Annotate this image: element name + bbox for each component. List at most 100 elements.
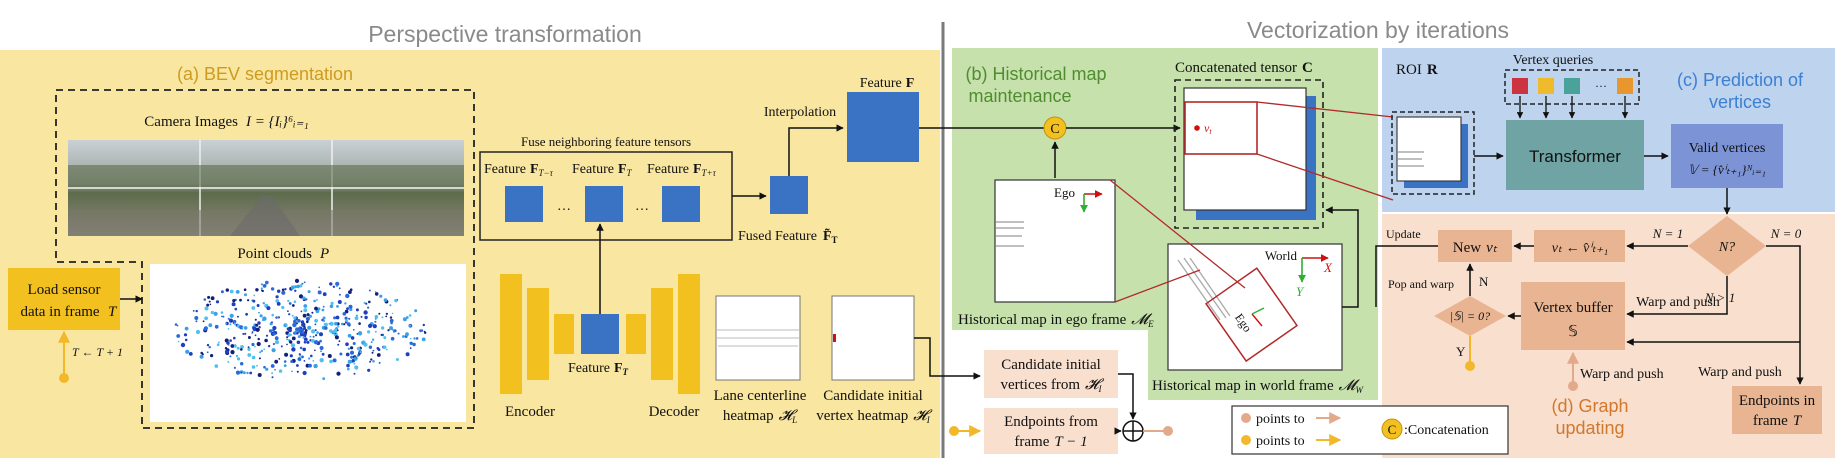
point-cloud-point bbox=[371, 338, 375, 341]
point-cloud-point bbox=[290, 343, 296, 348]
point-cloud-point bbox=[221, 315, 223, 318]
point-cloud-point bbox=[271, 372, 274, 375]
candidate-vertices-line1: Candidate initial bbox=[1001, 357, 1101, 373]
point-cloud-point bbox=[316, 331, 319, 334]
interpolation-label: Interpolation bbox=[764, 105, 836, 120]
point-cloud-point bbox=[296, 370, 299, 373]
encoder-bar-2 bbox=[527, 288, 549, 380]
point-cloud-point bbox=[174, 323, 178, 326]
point-cloud-point bbox=[303, 308, 308, 313]
point-cloud-point bbox=[322, 292, 327, 297]
point-cloud-point bbox=[247, 299, 250, 302]
encoder-bar-3 bbox=[554, 314, 574, 354]
point-cloud-point bbox=[320, 350, 323, 353]
point-cloud-point bbox=[302, 336, 305, 339]
point-cloud-point bbox=[257, 337, 260, 341]
point-cloud-point bbox=[395, 358, 399, 361]
point-cloud-point bbox=[184, 338, 188, 342]
point-cloud-point bbox=[271, 321, 273, 324]
point-cloud-point bbox=[263, 365, 266, 369]
point-cloud-point bbox=[283, 360, 287, 363]
pop-warp-label: Pop and warp bbox=[1388, 277, 1454, 291]
vertex-heatmap-dot bbox=[833, 334, 836, 342]
legend-concat-symbol bbox=[1381, 418, 1403, 440]
point-cloud-point bbox=[294, 331, 297, 334]
legend-concatenation: :Concatenation bbox=[1404, 423, 1489, 438]
point-cloud-point bbox=[296, 322, 298, 325]
point-cloud-point bbox=[329, 329, 333, 333]
point-cloud-point bbox=[209, 303, 212, 306]
point-cloud-point bbox=[405, 352, 410, 357]
sempty-yes-dot bbox=[1465, 361, 1475, 371]
arrow-n-greater-to-buffer bbox=[1626, 276, 1728, 318]
point-cloud-point bbox=[276, 316, 279, 319]
point-cloud-point bbox=[234, 307, 238, 311]
point-cloud-point bbox=[300, 326, 303, 329]
point-cloud-point bbox=[363, 340, 365, 343]
point-cloud-point bbox=[274, 368, 276, 371]
point-cloud-point bbox=[402, 335, 405, 338]
point-cloud-point bbox=[336, 371, 341, 376]
point-cloud-point bbox=[291, 314, 294, 317]
point-cloud-point bbox=[383, 336, 387, 340]
fuse-title: Fuse neighboring feature tensors bbox=[521, 134, 691, 149]
point-cloud-point bbox=[225, 322, 228, 325]
point-cloud-point bbox=[349, 350, 355, 355]
point-cloud-point bbox=[251, 365, 256, 369]
point-cloud-point bbox=[363, 301, 366, 304]
point-cloud-point bbox=[286, 336, 289, 339]
point-cloud-point bbox=[227, 361, 230, 363]
point-cloud-point bbox=[254, 345, 256, 348]
legend-points-to-1: points to bbox=[1256, 412, 1305, 427]
point-cloud-point bbox=[229, 323, 232, 326]
point-cloud-point bbox=[374, 320, 377, 323]
point-cloud-point bbox=[206, 303, 210, 307]
valid-vertices-box bbox=[1671, 124, 1783, 188]
point-cloud-point bbox=[319, 346, 324, 350]
load-sensor-symbol: T bbox=[108, 304, 118, 320]
point-cloud-point bbox=[345, 321, 347, 324]
point-cloud-point bbox=[278, 358, 281, 360]
point-cloud-point bbox=[256, 304, 260, 307]
point-cloud-point bbox=[235, 354, 239, 358]
warp-push-label-1: Warp and push bbox=[1636, 295, 1720, 310]
load-sensor-line2: data in frame bbox=[20, 304, 99, 320]
point-cloud-point bbox=[192, 310, 195, 312]
point-cloud-point bbox=[387, 329, 390, 332]
point-cloud-point bbox=[364, 315, 368, 320]
point-cloud-point bbox=[329, 304, 334, 309]
point-cloud-point bbox=[306, 340, 310, 344]
point-cloud-point bbox=[303, 281, 306, 284]
point-cloud-point bbox=[176, 324, 179, 327]
arrow-candidates-to-merge bbox=[1118, 373, 1137, 420]
point-cloud-point bbox=[255, 288, 259, 292]
world-axis-y-label: Y bbox=[1296, 284, 1305, 299]
query-token-3 bbox=[1564, 78, 1580, 94]
point-cloud-point bbox=[333, 316, 337, 320]
point-cloud-point bbox=[301, 282, 304, 285]
point-cloud-point bbox=[298, 353, 301, 356]
point-cloud-point bbox=[210, 354, 214, 358]
point-cloud-point bbox=[389, 304, 392, 307]
point-cloud-point bbox=[206, 343, 210, 347]
point-cloud-point bbox=[287, 299, 290, 303]
vertex-buffer-box bbox=[1521, 282, 1625, 350]
point-cloud-point bbox=[262, 302, 265, 305]
point-cloud-point bbox=[229, 339, 232, 342]
section-a-title: (a) BEV segmentation bbox=[177, 64, 353, 84]
point-cloud-point bbox=[360, 315, 363, 318]
point-cloud-point bbox=[296, 284, 300, 289]
point-cloud-point bbox=[390, 336, 395, 341]
s-empty-label: |𝕊| = 0? bbox=[1450, 309, 1490, 323]
roi-lines bbox=[1398, 151, 1424, 167]
point-cloud-point bbox=[274, 340, 280, 345]
point-cloud-point bbox=[332, 329, 337, 334]
point-cloud-point bbox=[227, 317, 230, 320]
section-d-title-2: updating bbox=[1555, 418, 1624, 438]
point-cloud-point bbox=[314, 329, 317, 332]
ego-map-label: Ego bbox=[1054, 185, 1075, 200]
point-cloud-point bbox=[353, 329, 355, 331]
